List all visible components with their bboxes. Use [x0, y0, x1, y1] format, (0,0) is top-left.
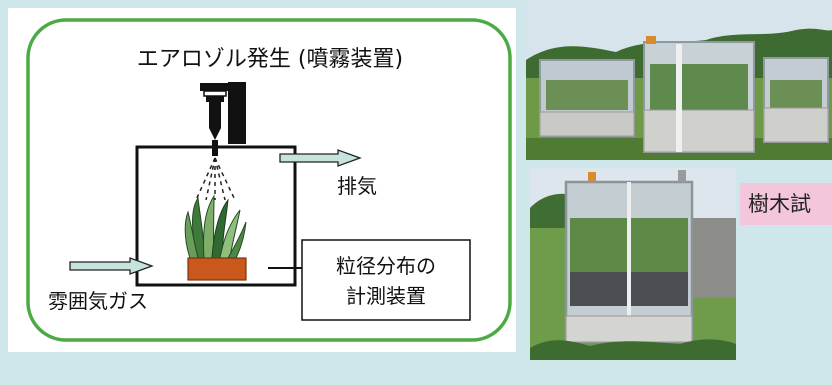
- rounded-frame: [26, 18, 512, 342]
- tree-test-label: 樹木試: [740, 183, 832, 225]
- single-chamber-photo: [530, 168, 736, 360]
- gas-inlet-arrow: [69, 257, 154, 275]
- measurement-label-line1: 粒径分布の: [336, 254, 436, 278]
- exhaust-label: 排気: [337, 174, 377, 198]
- gas-label: 雰囲気ガス: [48, 289, 148, 313]
- spray-mist: [195, 157, 236, 201]
- diagram-title: エアロゾル発生 (噴霧装置): [137, 47, 403, 72]
- chamber-row-photo: [526, 0, 832, 160]
- plant-icon: [184, 194, 247, 259]
- measurement-box: [301, 239, 471, 321]
- sprayer-icon: [200, 82, 246, 156]
- measurement-label-line2: 計測装置: [346, 284, 426, 308]
- exhaust-arrow: [279, 149, 362, 167]
- pot-shape: [187, 257, 247, 281]
